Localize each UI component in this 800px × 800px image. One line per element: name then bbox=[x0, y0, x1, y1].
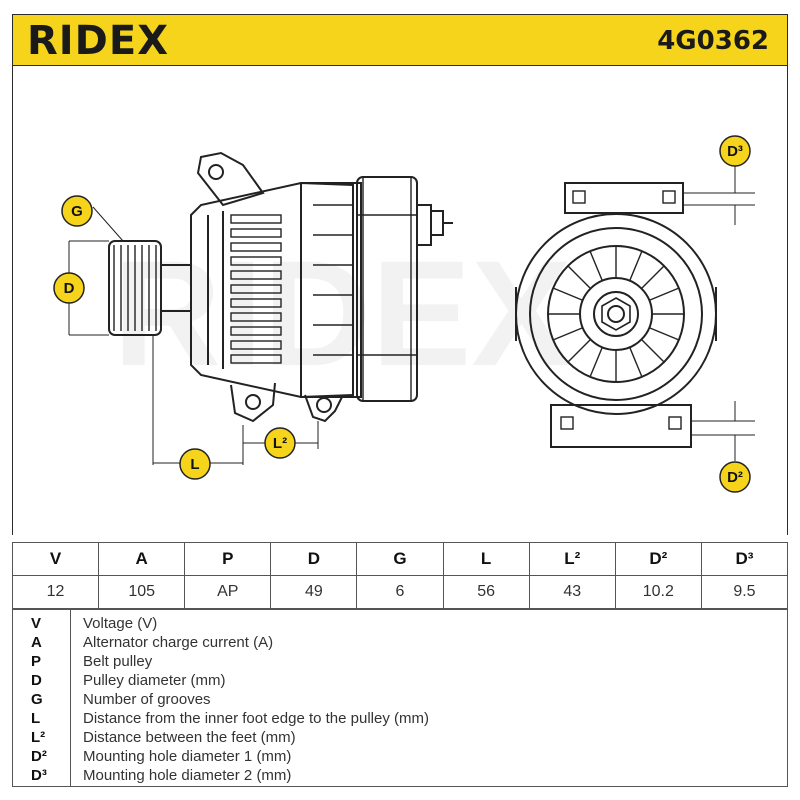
svg-text:L²: L² bbox=[273, 435, 287, 452]
legend-item: L Distance from the inner foot edge to t… bbox=[13, 709, 787, 728]
alternator-side-view bbox=[108, 151, 453, 423]
alternator-front-view bbox=[515, 182, 717, 448]
legend-desc: Voltage (V) bbox=[83, 615, 158, 632]
label-d: D bbox=[53, 272, 85, 304]
spec-header: D² bbox=[614, 542, 702, 576]
label-l2: L² bbox=[264, 427, 296, 459]
spec-header: P bbox=[184, 542, 272, 576]
spec-value: 56 bbox=[442, 575, 530, 609]
legend-desc: Belt pulley bbox=[83, 653, 153, 670]
rear-cover bbox=[356, 176, 418, 402]
legend-desc: Alternator charge current (A) bbox=[83, 634, 274, 651]
lower-mount-ear bbox=[230, 382, 276, 423]
legend-desc: Mounting hole diameter 2 (mm) bbox=[83, 767, 292, 784]
svg-text:D²: D² bbox=[727, 469, 743, 486]
top-foot bbox=[564, 182, 684, 214]
legend-key: D² bbox=[31, 748, 47, 765]
svg-text:D³: D³ bbox=[727, 143, 743, 160]
spec-header: D³ bbox=[700, 542, 789, 576]
cooling-slots bbox=[548, 246, 684, 382]
legend-item: A Alternator charge current (A) bbox=[13, 633, 787, 652]
header-bar: RIDEX 4G0362 bbox=[12, 14, 788, 66]
legend-desc: Distance between the feet (mm) bbox=[83, 729, 296, 746]
legend-divider bbox=[70, 610, 71, 786]
spec-header: G bbox=[356, 542, 444, 576]
spec-value: 10.2 bbox=[614, 575, 702, 609]
svg-text:G: G bbox=[71, 203, 83, 220]
watermark: RIDEX bbox=[113, 229, 571, 397]
spec-table: V A P D G L L² D² D³ 12 105 AP 49 6 56 4… bbox=[11, 542, 789, 609]
spec-header: A bbox=[98, 542, 186, 576]
drawing-frame: RIDEX bbox=[12, 65, 788, 535]
legend-desc: Mounting hole diameter 1 (mm) bbox=[83, 748, 292, 765]
label-g: G bbox=[61, 195, 93, 227]
part-number: 4G0362 bbox=[657, 26, 769, 56]
legend-item: D² Mounting hole diameter 1 (mm) bbox=[13, 747, 787, 766]
legend: V Voltage (V) A Alternator charge curren… bbox=[12, 609, 788, 787]
legend-key: D³ bbox=[31, 767, 47, 784]
legend-item: P Belt pulley bbox=[13, 652, 787, 671]
spec-value: AP bbox=[184, 575, 272, 609]
spec-value: 49 bbox=[270, 575, 358, 609]
legend-key: L² bbox=[31, 729, 46, 746]
label-d2: D² bbox=[719, 461, 751, 493]
spec-header-row: V A P D G L L² D² D³ bbox=[11, 542, 789, 576]
legend-key: V bbox=[31, 615, 42, 632]
legend-key: A bbox=[31, 634, 42, 651]
spec-header: L bbox=[442, 542, 530, 576]
spec-value: 12 bbox=[11, 575, 100, 609]
spec-header: D bbox=[270, 542, 358, 576]
spec-header: V bbox=[11, 542, 100, 576]
legend-item: L² Distance between the feet (mm) bbox=[13, 728, 787, 747]
legend-desc: Number of grooves bbox=[83, 691, 211, 708]
legend-item: D³ Mounting hole diameter 2 (mm) bbox=[13, 766, 787, 785]
label-l: L bbox=[179, 448, 211, 480]
svg-text:D: D bbox=[64, 280, 75, 297]
legend-desc: Pulley diameter (mm) bbox=[83, 672, 226, 689]
spec-value: 43 bbox=[528, 575, 616, 609]
spec-value-row: 12 105 AP 49 6 56 43 10.2 9.5 bbox=[11, 575, 789, 609]
svg-text:L: L bbox=[190, 456, 199, 473]
alternator-drawing: RIDEX bbox=[53, 135, 755, 493]
upper-mount-ear bbox=[196, 151, 265, 207]
brand-logo: RIDEX bbox=[27, 18, 170, 64]
spec-value: 9.5 bbox=[700, 575, 789, 609]
label-d3: D³ bbox=[719, 135, 751, 167]
legend-key: G bbox=[31, 691, 43, 708]
bottom-foot bbox=[550, 404, 692, 448]
legend-item: D Pulley diameter (mm) bbox=[13, 671, 787, 690]
legend-desc: Distance from the inner foot edge to the… bbox=[83, 710, 429, 727]
spec-value: 6 bbox=[356, 575, 444, 609]
legend-item: G Number of grooves bbox=[13, 690, 787, 709]
legend-key: P bbox=[31, 653, 42, 670]
spec-value: 105 bbox=[98, 575, 186, 609]
spec-header: L² bbox=[528, 542, 616, 576]
legend-key: L bbox=[31, 710, 41, 727]
front-dimension-lines bbox=[683, 165, 755, 461]
legend-key: D bbox=[31, 672, 42, 689]
legend-item: V Voltage (V) bbox=[13, 614, 787, 633]
